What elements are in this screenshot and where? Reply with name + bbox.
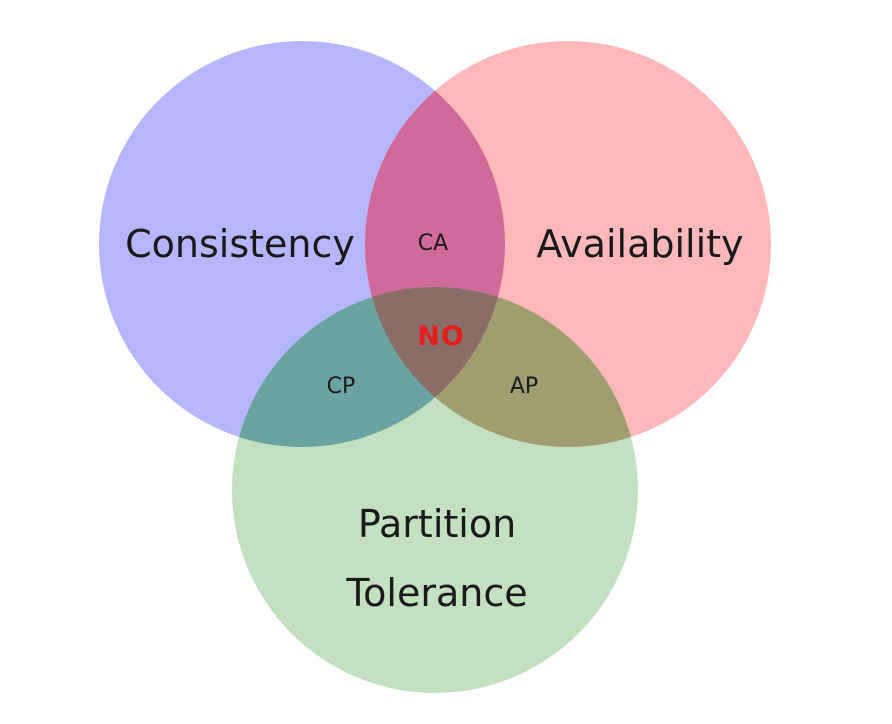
consistency-label: Consistency bbox=[125, 222, 355, 266]
ap-overlap bbox=[365, 287, 638, 447]
no-label: NO bbox=[417, 321, 465, 352]
availability-label: Availability bbox=[536, 222, 743, 266]
ap-label: AP bbox=[510, 374, 538, 399]
partition-label: Partition bbox=[358, 502, 516, 546]
tolerance-label: Tolerance bbox=[345, 571, 527, 615]
ca-label: CA bbox=[418, 231, 448, 256]
cp-overlap bbox=[232, 287, 505, 447]
cp-label: CP bbox=[327, 374, 356, 399]
